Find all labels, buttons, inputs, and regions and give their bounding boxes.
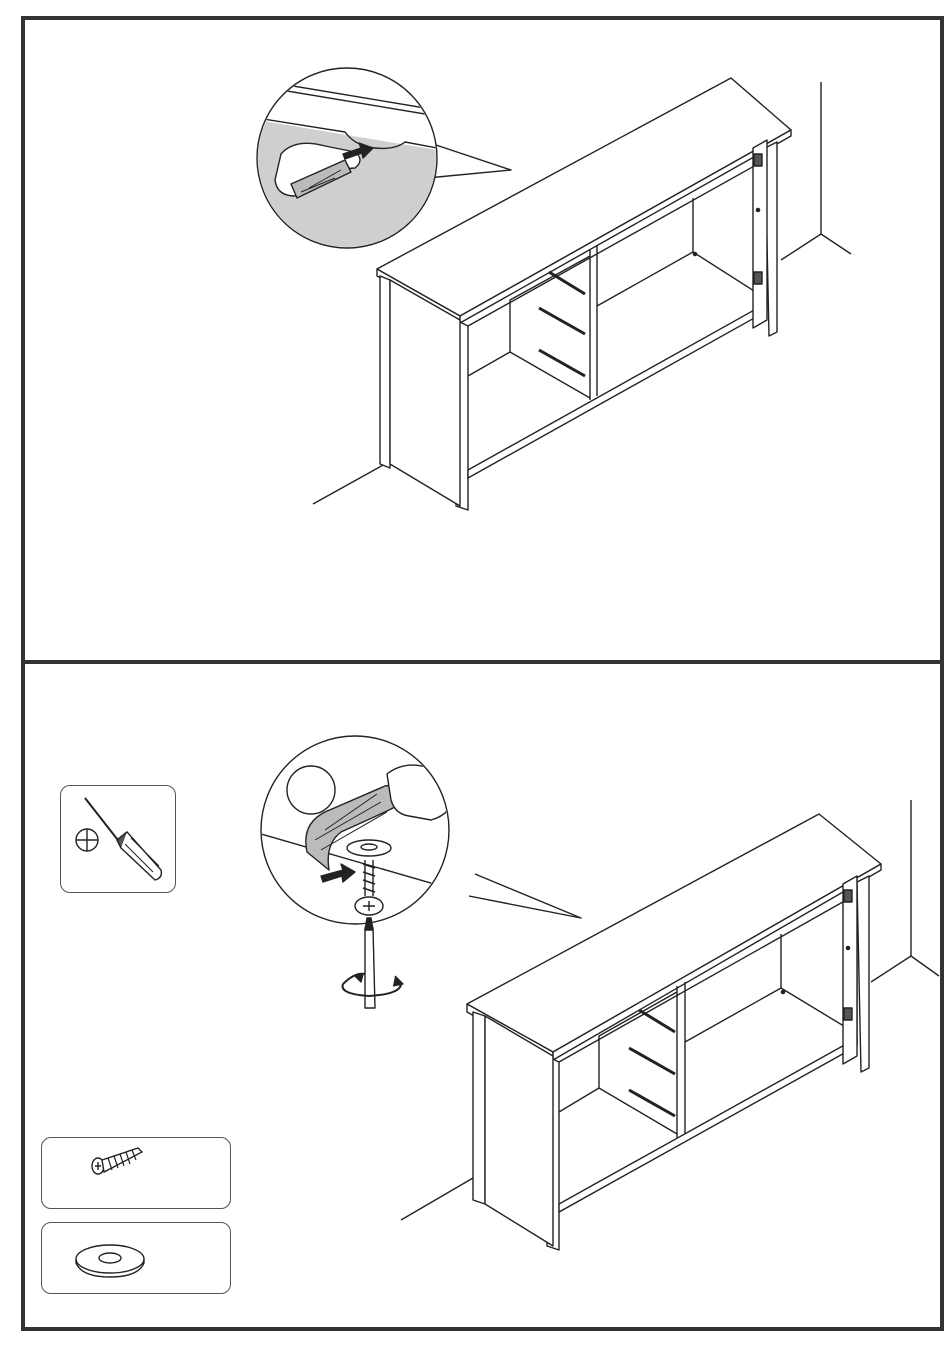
floor-line-back (781, 234, 821, 260)
hardware-screw-card (41, 1137, 231, 1209)
step-1-illustration (25, 20, 940, 660)
required-tool-card (60, 785, 176, 893)
floor-line-left (313, 464, 385, 504)
hardware-washer-card (41, 1222, 231, 1294)
floor-line-back (871, 956, 911, 982)
detail-felt-pad (257, 68, 437, 260)
cabinet-top (377, 78, 791, 323)
detail-screw-washer (261, 736, 455, 924)
screwdriver-rotation (343, 918, 403, 1008)
callout-pointer (469, 874, 581, 918)
floor-line-right (821, 234, 851, 254)
step-panel-fasten-screw (21, 660, 944, 1331)
floor-line-right (911, 956, 939, 976)
screw-icon (42, 1138, 230, 1208)
cabinet-top (467, 814, 881, 1060)
phillips-screwdriver-icon (61, 786, 175, 892)
floor-line-left (401, 1178, 473, 1220)
washer-icon (42, 1223, 230, 1293)
callout-pointer (427, 142, 511, 178)
step-panel-apply-felt (21, 16, 944, 664)
